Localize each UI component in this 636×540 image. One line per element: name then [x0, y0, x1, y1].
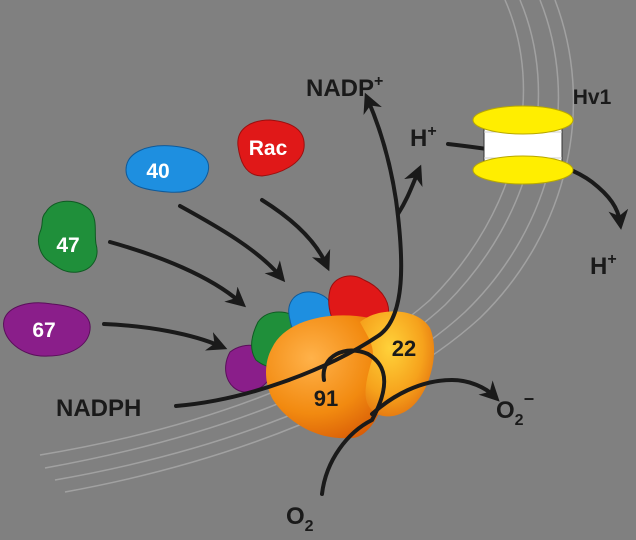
hv1-label: Hv1	[573, 86, 612, 109]
rac-label: Rac	[249, 137, 288, 160]
gp91-label: 91	[314, 386, 338, 411]
p47-free: 47	[38, 201, 97, 272]
proton-inner-label: H+	[410, 123, 437, 152]
p40-free: 40	[126, 146, 209, 193]
nadph-label: NADPH	[56, 395, 141, 422]
hv1-channel: Hv1	[473, 86, 612, 184]
rac-free: Rac	[238, 120, 304, 176]
superoxide-label: O2−	[496, 389, 534, 429]
proton-release-path	[398, 172, 418, 214]
p67-free: 67	[4, 303, 91, 356]
p67-label: 67	[32, 319, 55, 342]
p22-subunit	[360, 311, 434, 416]
p40-arrow	[180, 206, 280, 276]
p47-arrow	[110, 242, 240, 302]
proton-outer-label: H+	[590, 251, 617, 280]
p67-arrow	[104, 324, 220, 346]
nadp-label: NADP+	[306, 73, 383, 102]
p40-label: 40	[146, 160, 169, 183]
p47-label: 47	[56, 234, 79, 257]
p22-label: 22	[392, 336, 416, 361]
oxygen-label: O2	[286, 503, 314, 535]
rac-arrow	[262, 200, 326, 264]
